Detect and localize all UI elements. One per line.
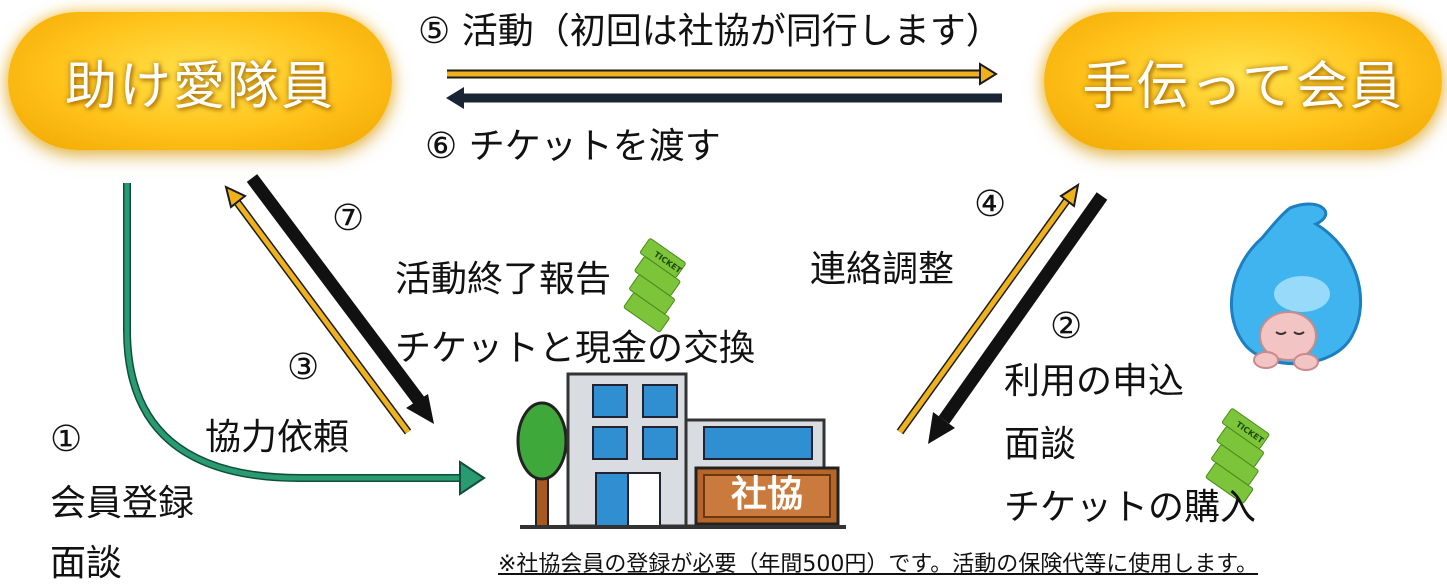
step3-text: 協力依頼 [205, 417, 350, 458]
step3-number: ③ [287, 347, 320, 388]
member-label: 手伝って会員 [1082, 56, 1404, 117]
volunteer-node: 助け愛隊員 [8, 12, 392, 150]
ticket-stack-icon-2 [1205, 408, 1270, 504]
step2-number: ② [1050, 306, 1083, 347]
step2-line2: 面談 [1004, 424, 1077, 465]
step1-line1: 会員登録 [50, 483, 195, 524]
shakyo-sign-label: 社協 [730, 474, 803, 515]
arrow-cooperation-request [224, 185, 412, 435]
step1-number: ① [50, 419, 83, 460]
shakyo-building [516, 372, 846, 529]
arrow-contact-coordination [896, 182, 1080, 435]
arrow-ticket-hand [446, 87, 1002, 109]
arrow-activity-report [246, 174, 434, 424]
step4-number: ④ [974, 184, 1007, 225]
step7-number: ⑦ [332, 198, 365, 239]
membership-note: ※社協会員の登録が必要（年間500円）です。活動の保険代等に使用します。 [498, 552, 1259, 577]
arrow-application [928, 192, 1108, 444]
volunteer-label: 助け愛隊員 [64, 56, 335, 117]
step2-line1: 利用の申込 [1004, 361, 1185, 402]
step7-line1: 活動終了報告 [395, 259, 612, 300]
step5-label: ⑤ 活動（初回は社協が同行します） [418, 11, 1002, 52]
step6-label: ⑥ チケットを渡す [425, 126, 721, 167]
arrow-activity [447, 62, 998, 86]
step7-line2: チケットと現金の交換 [395, 328, 756, 369]
mascot-character [1229, 202, 1362, 371]
step1-line2: 面談 [50, 543, 123, 584]
step4-text: 連絡調整 [810, 249, 955, 290]
arrow-registration [123, 183, 486, 496]
ticket-stack-icon [623, 238, 686, 333]
step2-line3: チケットの購入 [1004, 487, 1257, 528]
member-node: 手伝って会員 [1044, 12, 1442, 150]
